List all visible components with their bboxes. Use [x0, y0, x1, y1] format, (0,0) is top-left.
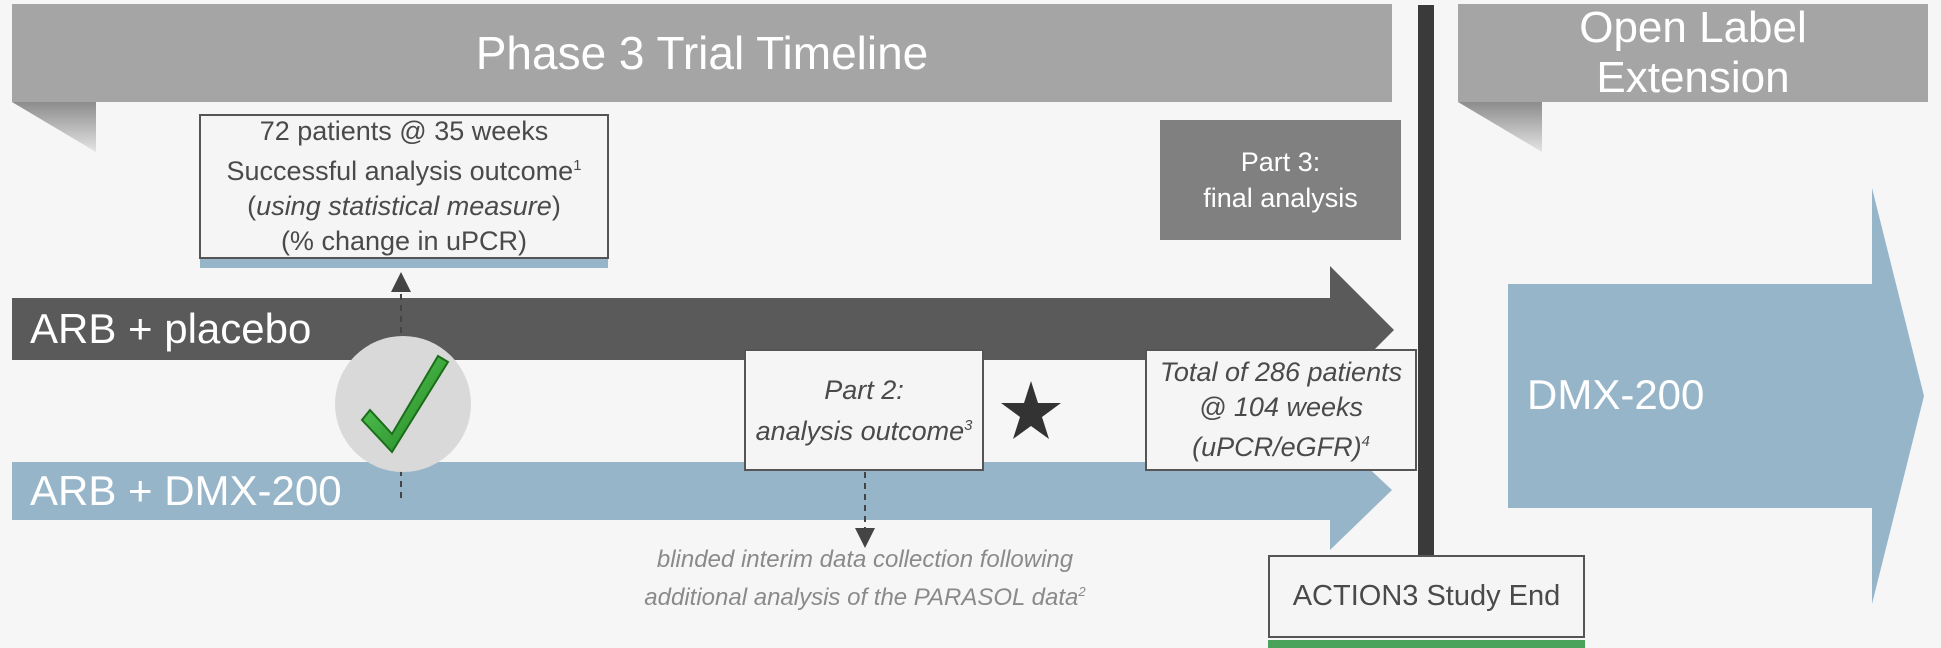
study-end-label: ACTION3 Study End	[1292, 580, 1561, 612]
part3-final-analysis-box: Part 3: final analysis	[1160, 120, 1401, 240]
total-line3: (uPCR/eGFR)4	[1192, 432, 1370, 462]
part1-line1: 72 patients @ 35 weeks	[259, 116, 549, 146]
ole-arrow-label: DMX-200	[1527, 371, 1705, 418]
study-end-bar	[1418, 5, 1434, 557]
check-circle	[335, 336, 471, 472]
ole-title-line2: Extension	[1596, 53, 1790, 102]
ole-banner: Open Label Extension	[1458, 3, 1928, 102]
dmx-arm-label: ARB + DMX-200	[30, 467, 342, 514]
placebo-arrow	[12, 266, 1394, 394]
placebo-arm-label: ARB + placebo	[30, 305, 312, 352]
star-icon	[1001, 381, 1061, 439]
title-banner: Phase 3 Trial Timeline	[12, 4, 1392, 102]
total-line1: Total of 286 patients	[1159, 357, 1403, 387]
ole-banner-fold	[1458, 102, 1542, 152]
part1-box-underline	[200, 258, 608, 268]
total-line2: @ 104 weeks	[1199, 392, 1363, 422]
part1-line3: (using statistical measure)	[247, 191, 561, 221]
interim-note-line1: blinded interim data collection followin…	[656, 546, 1074, 573]
ole-title-line1: Open Label	[1579, 3, 1807, 52]
total-patients-box: Total of 286 patients @ 104 weeks (uPCR/…	[1145, 349, 1417, 471]
checkmark-icon	[360, 354, 450, 454]
study-end-underline	[1268, 640, 1585, 648]
page-title: Phase 3 Trial Timeline	[475, 27, 929, 79]
part1-line4: (% change in uPCR)	[280, 226, 528, 256]
part2-outcome-box: Part 2: analysis outcome3	[744, 349, 984, 471]
interim-data-note: blinded interim data collection followin…	[560, 544, 1170, 614]
ole-arrow	[1508, 188, 1924, 604]
part3-line2: final analysis	[1203, 183, 1358, 213]
part1-outcome-box: 72 patients @ 35 weeks Successful analys…	[199, 114, 609, 259]
part2-line1: Part 2:	[824, 374, 904, 405]
title-banner-fold	[12, 102, 96, 152]
study-end-box: ACTION3 Study End	[1268, 555, 1585, 638]
interim-note-line2: additional analysis of the PARASOL data2	[644, 584, 1086, 611]
dmx-arrow	[12, 432, 1392, 550]
part3-line1: Part 3:	[1240, 147, 1321, 177]
part2-line2: analysis outcome3	[755, 415, 973, 446]
part1-line2: Successful analysis outcome1	[226, 156, 582, 186]
